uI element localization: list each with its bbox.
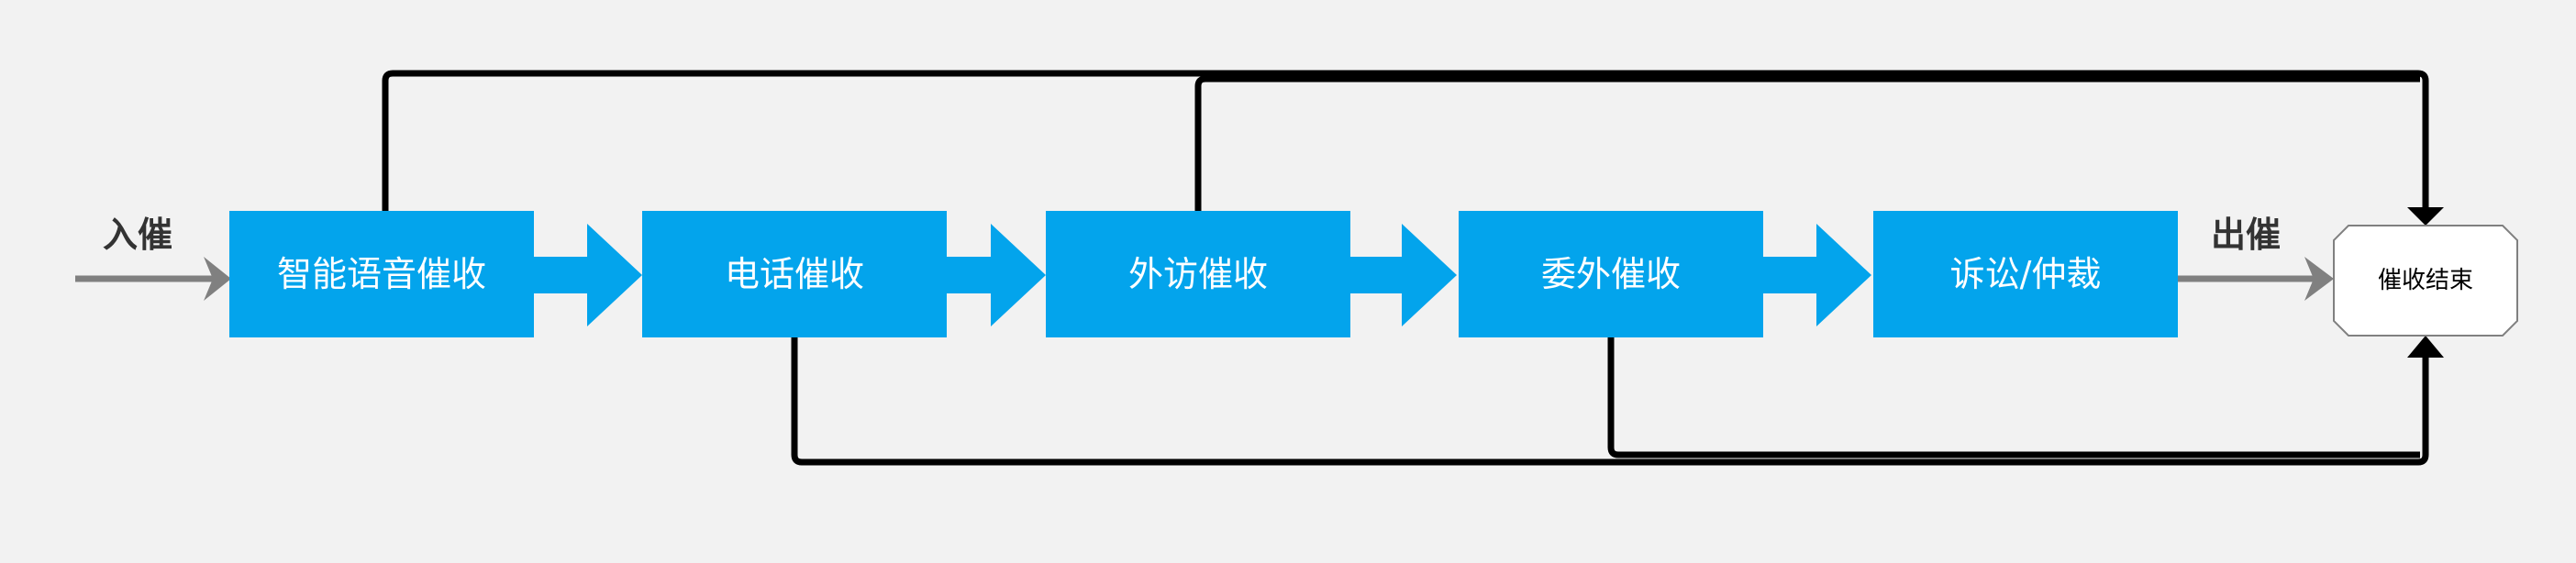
stage-visit-label: 外访催收 <box>1128 254 1268 294</box>
stage-phone-box <box>642 211 947 337</box>
exit-arrow-head <box>2304 257 2334 301</box>
stage-litigation-label: 诉讼/仲裁 <box>1950 254 2102 294</box>
stage-litigation-box <box>1873 211 2178 337</box>
entry-arrow-head <box>204 257 231 301</box>
flow-arrow-1 <box>532 224 642 326</box>
flow-arrow-2 <box>945 224 1046 326</box>
arrowhead-down-to-end <box>2407 207 2444 226</box>
stage-visit-box <box>1046 211 1350 337</box>
exit-label: 出催 <box>2211 215 2281 255</box>
skip-connector-visit-to-end <box>1194 75 2420 211</box>
stage-voice-box <box>229 211 534 337</box>
arrowhead-up-to-end <box>2407 336 2444 358</box>
stage-voice-label: 智能语音催收 <box>277 254 486 294</box>
end-node-shape <box>2333 225 2518 337</box>
flow-arrow-3 <box>1349 224 1457 326</box>
end-node-label: 催收结束 <box>2378 267 2473 294</box>
skip-connector-outsource-to-end <box>1607 337 2420 458</box>
entry-label: 入催 <box>103 215 172 255</box>
skip-connector-voice-to-end <box>382 70 2429 211</box>
stage-outsource-box <box>1459 211 1763 337</box>
stage-outsource-label: 委外催收 <box>1541 254 1681 294</box>
skip-connector-phone-to-end <box>791 337 2429 466</box>
stage-phone-label: 电话催收 <box>725 254 864 294</box>
flow-arrow-4 <box>1761 224 1871 326</box>
